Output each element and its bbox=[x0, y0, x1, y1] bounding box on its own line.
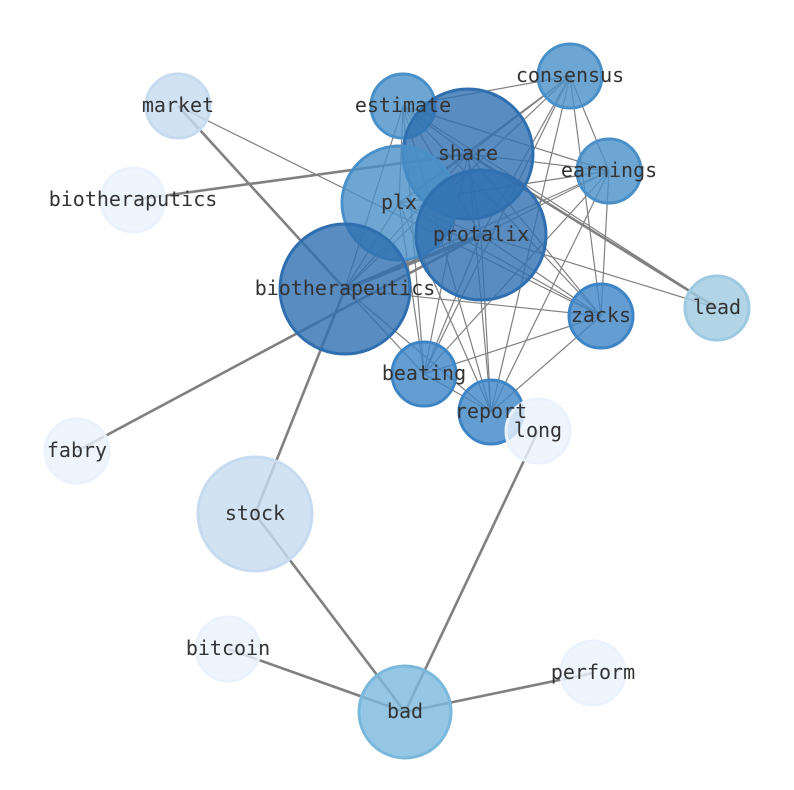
node-circle bbox=[414, 168, 548, 302]
node-protalix[interactable] bbox=[414, 168, 548, 302]
nodes-layer: consensus estimate market share earnings biot… bbox=[43, 42, 751, 760]
node-label-fabry: fabry bbox=[47, 438, 107, 462]
node-market[interactable] bbox=[144, 72, 212, 140]
node-circle bbox=[144, 72, 212, 140]
node-circle bbox=[278, 222, 412, 356]
node-consensus[interactable] bbox=[536, 42, 604, 110]
node-biotheraputics[interactable] bbox=[99, 166, 167, 234]
node-circle bbox=[575, 137, 643, 205]
node-label-beating: beating bbox=[382, 361, 466, 385]
node-fabry[interactable] bbox=[43, 417, 111, 485]
edge-fabry-protalix bbox=[76, 233, 482, 453]
node-label-share: share bbox=[438, 141, 498, 165]
node-label-protalix: protalix bbox=[433, 222, 529, 246]
node-beating[interactable] bbox=[390, 340, 458, 408]
node-zacks[interactable] bbox=[567, 282, 635, 350]
node-circle bbox=[390, 340, 458, 408]
node-circle bbox=[196, 455, 314, 573]
node-circle bbox=[43, 417, 111, 485]
node-label-bad: bad bbox=[387, 699, 423, 723]
edge-earnings-report bbox=[490, 170, 610, 413]
node-label-perform: perform bbox=[551, 660, 635, 684]
node-label-bitcoin: bitcoin bbox=[186, 636, 270, 660]
node-circle bbox=[99, 166, 167, 234]
node-circle bbox=[357, 664, 453, 760]
node-perform[interactable] bbox=[559, 639, 627, 707]
node-bitcoin[interactable] bbox=[194, 615, 262, 683]
node-circle bbox=[536, 42, 604, 110]
node-label-long: long bbox=[514, 418, 562, 442]
node-biotherapeutics[interactable] bbox=[278, 222, 412, 356]
node-circle bbox=[194, 615, 262, 683]
node-circle bbox=[683, 274, 751, 342]
node-circle bbox=[504, 397, 572, 465]
node-label-market: market bbox=[142, 93, 214, 117]
node-label-earnings: earnings bbox=[561, 158, 657, 182]
node-earnings[interactable] bbox=[575, 137, 643, 205]
node-label-biotheraputics: biotheraputics bbox=[49, 187, 218, 211]
node-label-stock: stock bbox=[225, 501, 285, 525]
node-label-lead: lead bbox=[693, 295, 741, 319]
node-circle bbox=[559, 639, 627, 707]
node-label-zacks: zacks bbox=[571, 303, 631, 327]
node-label-estimate: estimate bbox=[355, 93, 451, 117]
node-label-consensus: consensus bbox=[516, 63, 624, 87]
node-label-plx: plx bbox=[381, 190, 417, 214]
edge-long-bad bbox=[403, 430, 540, 713]
node-label-report: report bbox=[455, 399, 527, 423]
node-label-biotherapeutics: biotherapeutics bbox=[255, 276, 436, 300]
node-long[interactable] bbox=[504, 397, 572, 465]
node-bad[interactable] bbox=[357, 664, 453, 760]
node-circle bbox=[567, 282, 635, 350]
node-stock[interactable] bbox=[196, 455, 314, 573]
node-lead[interactable] bbox=[683, 274, 751, 342]
